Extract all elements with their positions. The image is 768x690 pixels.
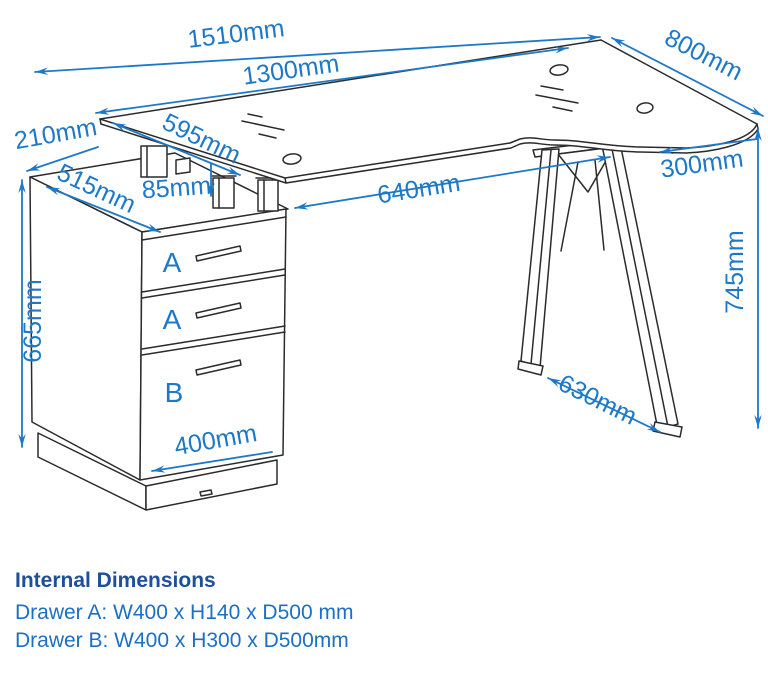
pedestal-cabinet [29,152,289,511]
dim-return-depth-label: 800mm [660,23,747,86]
plinth-foot [199,489,213,497]
dim-overhang-line [26,146,99,172]
drawer-gap-top [141,216,287,241]
dim-foot-span: 630mm [547,369,661,433]
dim-overhang-label: 210mm [12,113,99,155]
dim-foot-span-line [547,377,661,433]
dim-knee-clearance-label: 640mm [375,169,462,210]
dim-pedestal-width-line [151,451,273,473]
dim-riser-height-label: 85mm [141,172,212,205]
dim-total-width-label: 1510mm [186,14,286,54]
drawer-label-top: A [163,247,182,278]
riser-block-3 [212,177,235,209]
dim-return-depth-line [611,37,764,117]
drawer-label-middle: A [163,304,182,335]
riser-block-2 [175,157,191,175]
dim-overhang: 210mm [12,113,99,172]
dim-knee-clearance-line [294,155,611,210]
drawer-label-bottom: B [165,377,184,408]
front-right-leg-edge [609,138,669,428]
plinth-front-face [145,459,278,511]
drawer-labels: A A B [163,247,184,408]
cabinet-front-face [139,208,287,481]
dim-desk-height: 745mm [721,127,762,429]
drawer-divider-1 [141,268,286,299]
drawer-handle-top [195,245,242,262]
dim-foot-span-label: 630mm [554,369,641,431]
dim-pedestal-top-depth-line [46,186,161,233]
notes-heading: Internal Dimensions [15,569,216,592]
drawer-handle-middle [195,302,242,319]
dim-desk-depth-line [112,122,241,176]
riser-block-1 [140,145,168,178]
dim-desk-height-label: 745mm [721,230,749,313]
desk-thickness-edge [100,123,759,184]
notes-drawer-b: Drawer B: W400 x H300 x D500mm [15,629,349,652]
dim-riser-height: 85mm [141,163,215,205]
drawer-divider-2 [141,325,286,356]
dim-corner-offset-line [659,138,758,154]
front-left-leg [520,148,560,369]
dim-desk-width-line [95,46,569,115]
dim-pedestal-height-label: 665mm [19,279,47,362]
riser-block-4 [257,179,279,212]
dim-pedestal-height: 665mm [18,179,47,448]
internal-dimensions-notes: Internal Dimensions Drawer A: W400 x H14… [15,569,495,655]
left-leg-foot [517,360,544,376]
notes-drawer-a: Drawer A: W400 x H140 x D500 mm [15,601,354,624]
drawer-handle-bottom [195,359,242,376]
